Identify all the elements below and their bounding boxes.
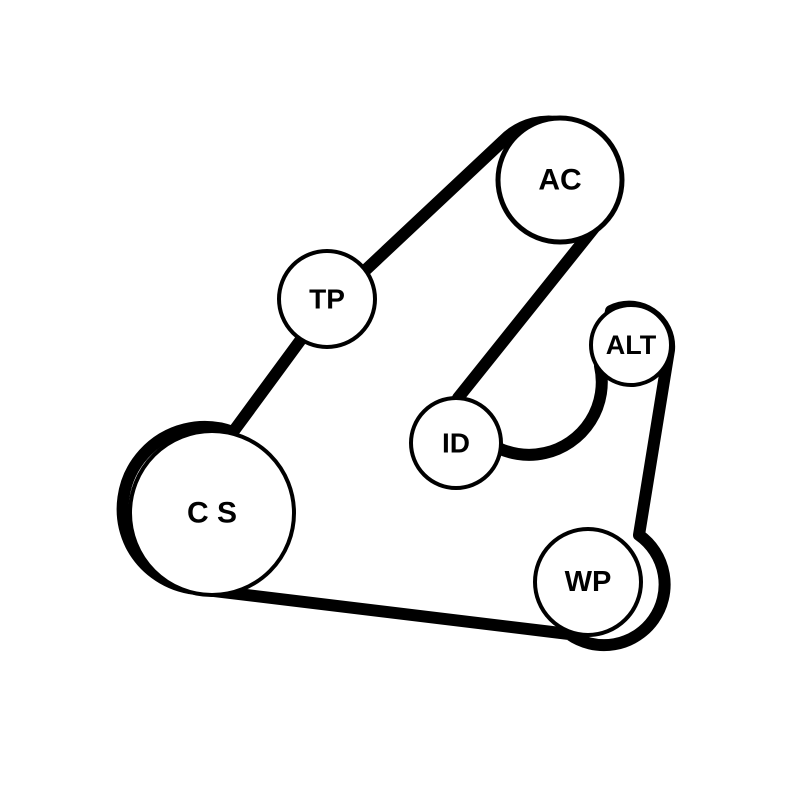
pulley-alt: ALT — [589, 303, 673, 387]
pulley-ac: AC — [495, 115, 625, 245]
pulley-label-wp: WP — [565, 566, 612, 598]
pulley-circle-tp — [277, 249, 377, 349]
pulley-tp: TP — [277, 249, 377, 349]
pulley-circle-wp — [533, 527, 643, 637]
pulley-wp: WP — [533, 527, 643, 637]
pulley-id: ID — [409, 396, 503, 490]
pulley-label-alt: ALT — [606, 330, 657, 360]
pulley-label-tp: TP — [309, 284, 345, 315]
pulley-label-id: ID — [442, 428, 470, 459]
pulley-circle-id — [409, 396, 503, 490]
pulley-circle-ac — [495, 115, 625, 245]
pulley-circle-cs — [128, 429, 296, 597]
pulley-label-cs: C S — [187, 497, 237, 530]
pulley-circle-alt — [589, 303, 673, 387]
pulley-label-ac: AC — [538, 164, 581, 197]
pulley-cs: C S — [128, 429, 296, 597]
pulleys-group: AC TP ALT ID C S WP — [128, 115, 673, 637]
